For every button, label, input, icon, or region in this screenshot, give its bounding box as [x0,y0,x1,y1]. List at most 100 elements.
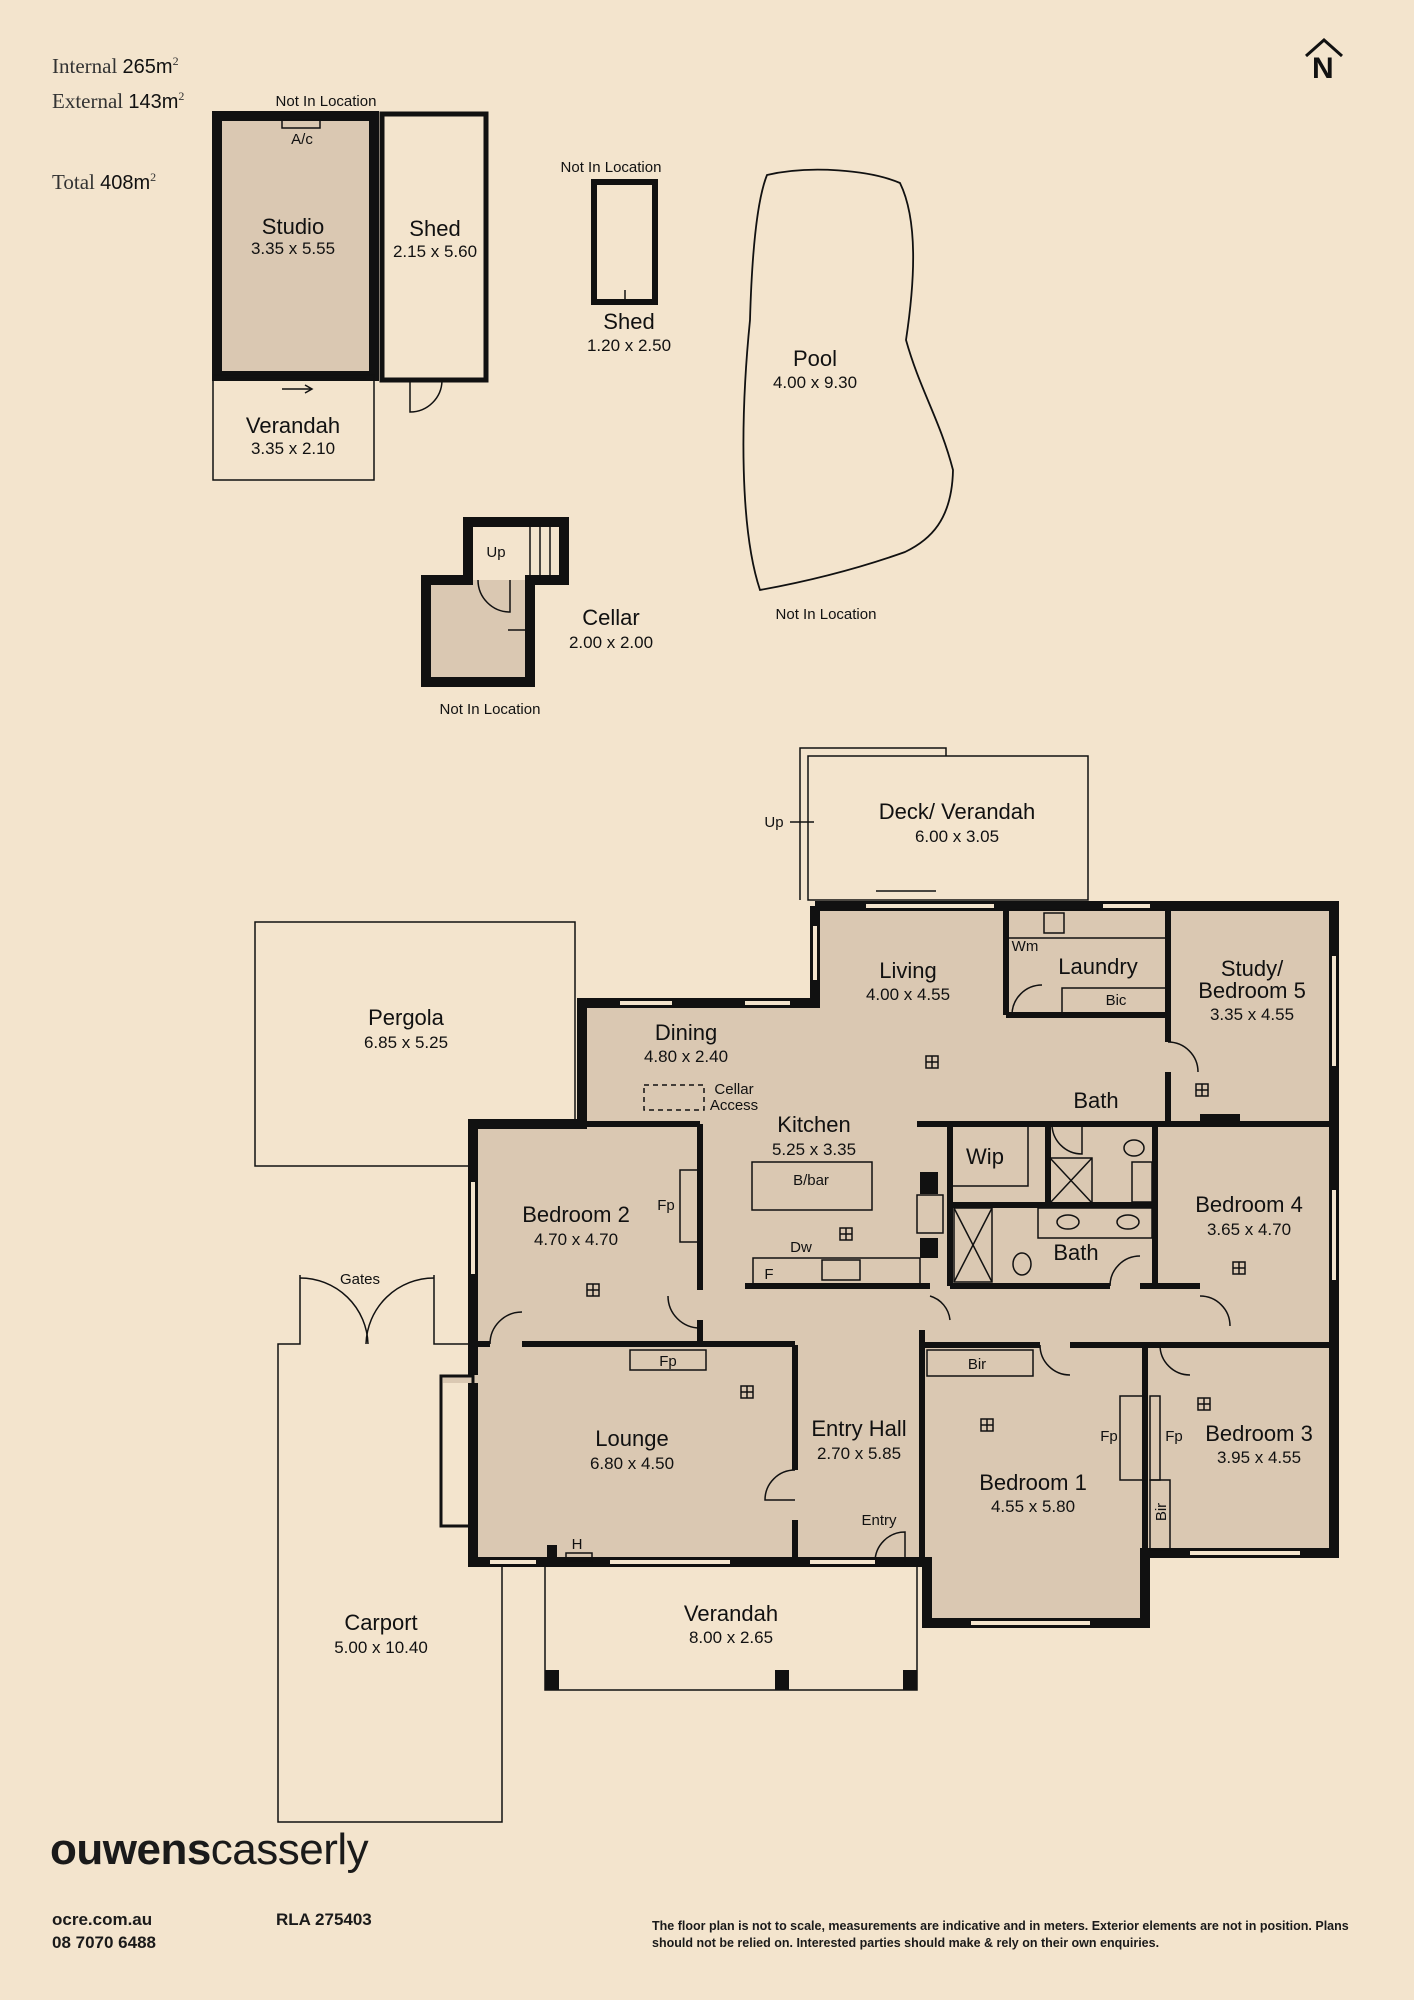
lounge-heater [565,1552,593,1562]
heater-label: H [572,1536,583,1553]
carport-name: Carport [344,1610,417,1635]
bath2-basin-1-icon [1056,1214,1080,1230]
deck-dims: 6.00 x 3.05 [915,827,999,846]
bbar-label: B/bar [793,1172,829,1189]
lounge-wall-stub [547,1545,557,1560]
bath1-name: Bath [1073,1088,1118,1113]
entry-hall-dims: 2.70 x 5.85 [817,1444,901,1463]
laundry-bench [1007,909,1167,939]
kitchen-bench [752,1257,921,1285]
pergola-outline [254,921,576,1167]
bath1-shower-diag-2 [1049,1157,1093,1204]
bedroom1-fireplace [1119,1395,1145,1481]
bath2-basin-2-icon [1116,1214,1140,1230]
ac-unit-icon [281,119,321,129]
bedroom1-robe [926,1349,1034,1377]
north-label: N [1312,52,1334,85]
rla-number: RLA 275403 [276,1910,372,1929]
website-link[interactable]: ocre.com.au [52,1910,153,1929]
wip-name: Wip [966,1144,1004,1169]
not-in-location-note-2: Not In Location [561,159,662,176]
kitchen-cooktop-icon [916,1194,944,1234]
dining-name: Dining [655,1020,717,1045]
bath1-toilet-icon [1123,1139,1145,1157]
cellar-room [426,580,530,682]
bath2-name: Bath [1053,1240,1098,1265]
door-lounge-icon [489,1311,523,1345]
bedroom1-bir-label: Bir [968,1356,986,1373]
light-fixtures [586,1055,1246,1432]
bedroom2-fireplace [679,1169,699,1243]
studio-room [217,116,374,376]
studio-walls [212,111,379,381]
bedroom1-dims: 4.55 x 5.80 [991,1497,1075,1516]
fridge-label: F [764,1266,773,1283]
laundry-name: Laundry [1058,954,1138,979]
study-dims: 3.35 x 4.55 [1210,1005,1294,1024]
disclaimer-text: The floor plan is not to scale, measurem… [652,1919,1349,1950]
gate-right-swing-icon [365,1277,435,1345]
bath2-toilet-icon [1012,1252,1032,1276]
study-name-2: Bedroom 5 [1198,978,1306,1003]
front-verandah-outline [544,1565,918,1691]
bedroom3-fp-label: Fp [1165,1428,1183,1445]
verandah-post-3 [903,1670,917,1690]
bic-label: Bic [1106,992,1127,1009]
door-laundry-icon [1011,984,1043,1016]
lounge-dims: 6.80 x 4.50 [590,1454,674,1473]
studio-verandah-outline [212,374,375,481]
door-bed4-icon [1199,1295,1231,1327]
cellar-dims: 2.00 x 2.00 [569,633,653,652]
bedroom3-bir-label: Bir [1153,1503,1170,1521]
lounge-fp-label: Fp [659,1353,677,1370]
bedroom3-name: Bedroom 3 [1205,1421,1313,1446]
brand-logo: ouwenscasserly [50,1825,369,1874]
studio-dims: 3.35 x 5.55 [251,239,335,258]
bedroom2-name: Bedroom 2 [522,1202,630,1227]
bedroom4-dims: 3.65 x 4.70 [1207,1220,1291,1239]
dining-dims: 4.80 x 2.40 [644,1047,728,1066]
dw-label: Dw [790,1239,812,1256]
phone-number[interactable]: 08 7070 6488 [52,1933,156,1952]
bath2-shower [953,1207,993,1283]
bath2-shower-diag-2 [953,1207,993,1283]
deck-step-outline [799,747,947,900]
not-in-location-note-3: Not In Location [776,606,877,623]
door-entry-icon [874,1531,906,1563]
cellar-access-hatch [643,1084,705,1111]
pergola-dims: 6.85 x 5.25 [364,1033,448,1052]
front-verandah-name: Verandah [684,1601,778,1626]
cellar-up-label: Up [486,544,505,561]
carport-outline [277,1275,503,1823]
windows [471,904,1336,1625]
shed1-walls [379,111,489,383]
door-bed3-icon [1159,1344,1191,1376]
bath1-vanity [1131,1161,1153,1203]
door-bath2-icon [1109,1255,1141,1287]
kitchen-wall-block-1 [920,1172,938,1194]
entry-label: Entry [861,1512,897,1529]
entry-hall-name: Entry Hall [811,1416,906,1441]
bath2-vanity [1037,1207,1153,1239]
bath1-shower [1049,1157,1093,1204]
deck-up-label: Up [764,814,783,831]
cellar-name: Cellar [582,605,639,630]
lounge-bay-window [439,1374,475,1528]
shed-door-swing-icon [409,379,443,413]
shed1-dims: 2.15 x 5.60 [393,242,477,261]
door-hall-icon [929,1295,951,1321]
wm-label: Wm [1012,938,1039,955]
living-dims: 4.00 x 4.55 [866,985,950,1004]
gate-left-swing-icon [299,1277,369,1345]
cellar-access-label-2: Access [710,1097,758,1114]
bedroom3-robe [1149,1479,1171,1551]
carport-dims: 5.00 x 10.40 [334,1638,428,1657]
pool-outline [742,168,954,592]
laundry-bic-cabinet [1061,987,1167,1014]
external-area: External 143m2 [52,89,185,113]
shed2-name: Shed [603,309,654,334]
studio-verandah-dims: 3.35 x 2.10 [251,439,335,458]
bedroom2-dims: 4.70 x 4.70 [534,1230,618,1249]
cellar-walls [421,517,569,687]
sliding-arrowhead-icon [304,384,314,394]
